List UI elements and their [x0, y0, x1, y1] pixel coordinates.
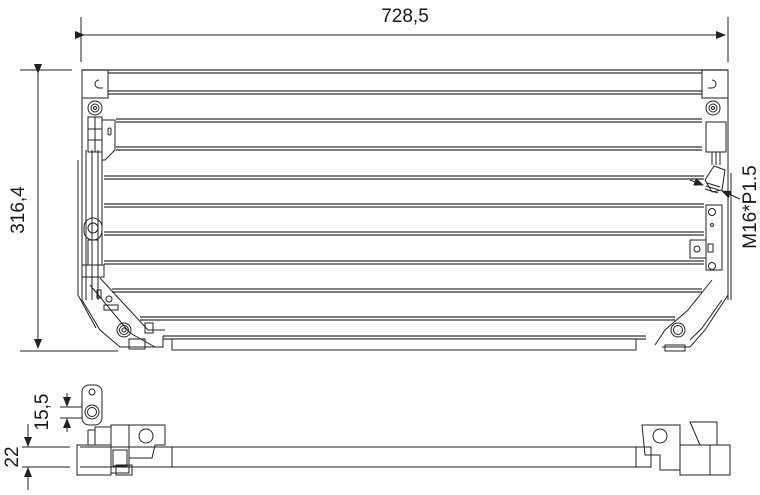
- bracket-offset-dimension: [60, 393, 82, 432]
- depth-label: 22: [2, 446, 23, 467]
- bottom-view: [76, 384, 731, 476]
- bracket-offset-label: 15,5: [32, 394, 53, 431]
- height-dimension: [20, 64, 118, 352]
- depth-dimension: [22, 424, 70, 490]
- height-label: 316,4: [8, 186, 29, 234]
- width-label: 728,5: [381, 6, 429, 27]
- left-header: [77, 69, 165, 350]
- thread-dimension: [689, 178, 741, 200]
- width-dimension: [75, 17, 729, 62]
- thread-label: M16*P1.5: [740, 165, 760, 248]
- thread-fitting: [704, 165, 726, 194]
- condenser-core: [82, 69, 728, 351]
- right-header: [654, 69, 732, 352]
